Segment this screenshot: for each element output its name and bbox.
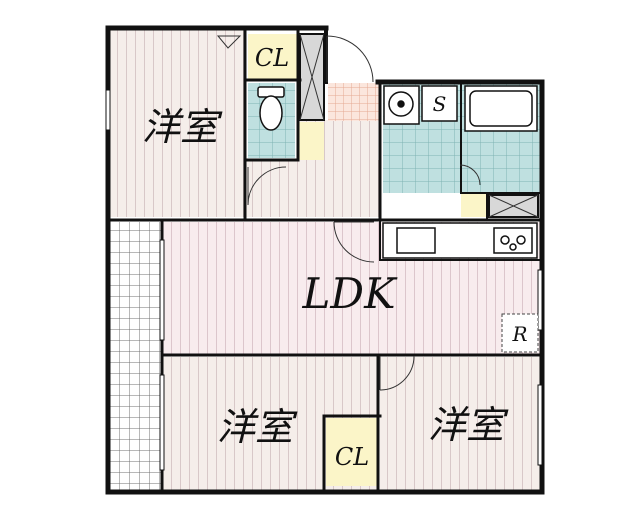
room-label-western-bottom-left: 洋室 xyxy=(217,405,298,449)
stove-icon xyxy=(493,227,533,254)
refrigerator-icon: R xyxy=(501,313,539,353)
bathtub-icon xyxy=(464,85,538,132)
western-room-bottom-right-floor xyxy=(380,357,540,490)
doors xyxy=(216,35,481,391)
room-label-ldk: LDK xyxy=(302,269,399,318)
kitchen-counter xyxy=(382,222,538,259)
closet-label-bottom: CL xyxy=(335,443,369,471)
closet-top xyxy=(248,34,298,80)
washing-machine-icon: S xyxy=(421,85,458,122)
entrance-floor xyxy=(328,83,380,121)
storage-small xyxy=(298,122,324,160)
crossed-storage-top xyxy=(299,33,325,121)
toilet-icon xyxy=(257,86,285,131)
room-label-western-bottom-right: 洋室 xyxy=(428,403,509,447)
crossed-storage-right xyxy=(488,194,539,218)
svg-text:R: R xyxy=(511,322,527,346)
svg-text:S: S xyxy=(433,92,447,116)
storage-washroom xyxy=(461,193,487,217)
sink-icon xyxy=(396,227,436,254)
room-label-western-top-left: 洋室 xyxy=(142,105,223,149)
balcony xyxy=(110,222,162,490)
windows xyxy=(105,89,543,471)
hallway-floor xyxy=(245,160,380,217)
washbasin-icon xyxy=(383,85,420,125)
closet-label-top: CL xyxy=(255,44,289,72)
western-room-top-left-floor xyxy=(110,30,245,217)
closet-bottom xyxy=(326,418,378,486)
